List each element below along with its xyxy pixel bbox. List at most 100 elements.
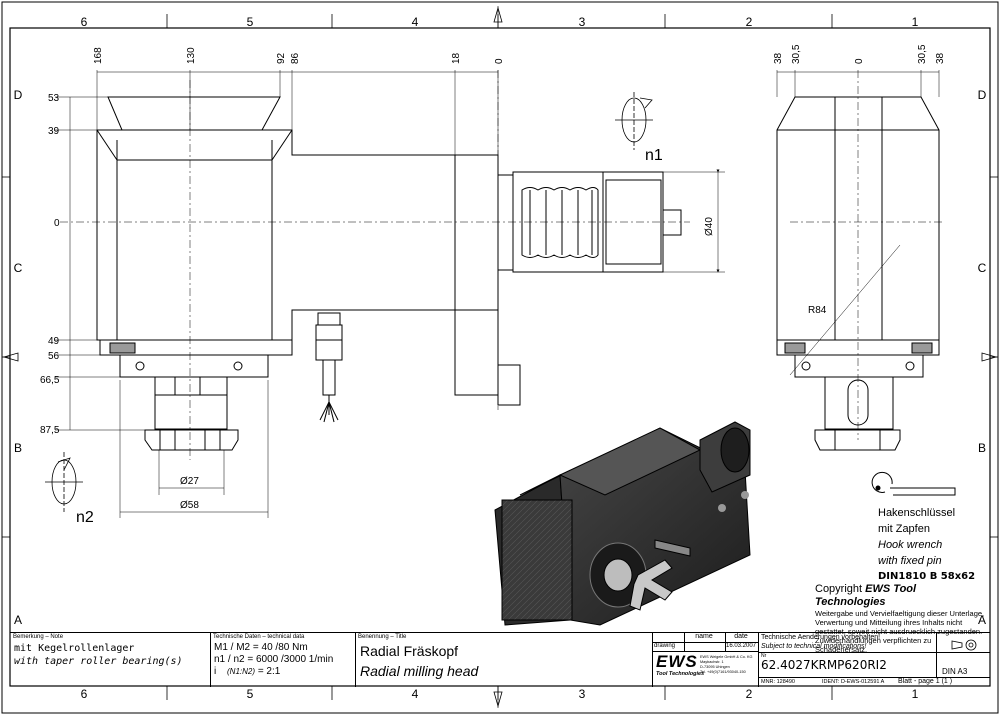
zone-bottom-1: 1 (912, 687, 919, 701)
dim-r-0: 0 (854, 58, 865, 64)
zone-bottom-4: 4 (412, 687, 419, 701)
dim-18: 18 (451, 52, 462, 64)
part-number: 62.4027KRMP620RI2 (761, 658, 887, 672)
rotation-n1-symbol (615, 92, 653, 150)
zone-left-A: A (14, 613, 22, 627)
copyright-line-3: gestattet, soweit nicht ausdruecklich zu… (815, 627, 983, 636)
hook-wrench-icon (871, 471, 956, 496)
dim-dia58: Ø58 (180, 500, 199, 511)
zone-bottom-6: 6 (81, 687, 88, 701)
iso-view (494, 421, 751, 626)
col-name: name (695, 633, 713, 640)
zone-left-C: C (14, 261, 23, 275)
drawing-date: 16.03.2007 (725, 643, 757, 649)
center-lines (60, 70, 945, 460)
title-cell: Benennung – Title Radial Fräskopf Radial… (355, 633, 653, 687)
zone-top-1: 1 (912, 15, 919, 29)
col-date: date (734, 633, 748, 640)
dim-56: 56 (48, 351, 60, 362)
zone-left-B: B (14, 441, 22, 455)
tech-speed: n1 / n2 = 6000 /3000 1/min (214, 654, 334, 665)
row-drawing: drawing (654, 643, 676, 649)
dim-130: 130 (186, 47, 197, 64)
zone-top-2: 2 (746, 15, 753, 29)
ews-logo-sub: Tool Technologies (656, 671, 705, 677)
zone-bottom-3: 3 (579, 687, 586, 701)
zone-top-6: 6 (81, 15, 88, 29)
projection-icon (950, 638, 980, 651)
wrench-note: Hakenschlüssel mit Zapfen Hook wrench wi… (878, 505, 975, 585)
company-line-4: Tel. +49(0)7161/93040-150 (700, 670, 746, 674)
nr-label: Nr (761, 653, 767, 659)
dim-168: 168 (93, 47, 104, 64)
mnr: MNR: 128490 (761, 679, 795, 685)
zone-right-B: B (978, 441, 986, 455)
dim-dia40: Ø40 (704, 217, 715, 236)
zone-right-C: C (978, 261, 987, 275)
copyright-heading: Copyright EWS Tool Technologies (815, 583, 985, 609)
dim-86: 86 (290, 52, 301, 64)
front-view (776, 96, 940, 451)
side-view (96, 96, 682, 451)
dim-49: 49 (48, 336, 60, 347)
dim-92: 92 (276, 52, 287, 64)
dim-665: 66,5 (40, 375, 60, 386)
ews-logo-mark: EWS (656, 652, 698, 671)
wrench-note-de-2: mit Zapfen (878, 523, 930, 535)
dim-r-38a: 38 (773, 52, 784, 64)
title-header: Benennung – Title (358, 634, 407, 640)
tech-ratio: i (N1:N2) = 2:1 (210, 665, 355, 677)
company-address: EWS Weigele GmbH & Co. KG Maybachstr. 1 … (700, 655, 752, 675)
remark-en: with taper roller bearing(s) (14, 656, 183, 667)
dim-875: 87,5 (40, 425, 60, 436)
zone-left-D: D (14, 88, 23, 102)
zone-labels: 6 5 4 3 2 1 6 5 4 3 2 1 D C B A D C B A (14, 15, 987, 701)
copyright-line-4: Zuwiderhandlungen verpflichten zu Schade… (815, 636, 932, 654)
tech-ratio-n: (N1:N2) (227, 667, 256, 676)
dim-r-38b: 38 (935, 52, 946, 64)
dim-dia27: Ø27 (180, 476, 199, 487)
dimension-values: 168 130 92 86 18 0 38 30,5 0 30,5 38 53 … (40, 44, 946, 511)
dimension-lines (55, 70, 940, 518)
wrench-note-en-1: Hook wrench (878, 539, 943, 551)
remark-de: mit Kegelrollenlager (14, 643, 135, 654)
dim-r-305a: 30,5 (791, 44, 802, 64)
rotation-n1-label: n1 (645, 147, 663, 164)
dim-0: 0 (494, 58, 505, 64)
dim-r84: R84 (808, 305, 827, 316)
copyright-brand: EWS Tool Technologies (815, 583, 917, 608)
notice-de: Technische Aenderungen vorbehalten! (761, 634, 881, 641)
rotation-n2-label: n2 (76, 509, 94, 526)
title-en: Radial milling head (360, 663, 479, 679)
title-de: Radial Fräskopf (360, 643, 459, 659)
wrench-note-en-2: with fixed pin (878, 555, 942, 567)
format: DIN A3 (942, 667, 968, 676)
remark-cell: Bemerkung – Note mit Kegelrollenlager wi… (10, 633, 211, 687)
ews-logo: EWS Tool Technologies (656, 652, 705, 679)
tech-data-cell: Technische Daten – technical data M1 / M… (210, 633, 356, 687)
part-number-cell: Technische Aenderungen vorbehalten! Subj… (758, 633, 990, 687)
zone-bottom-5: 5 (247, 687, 254, 701)
ident: IDENT: D-EWS-012591 A (822, 679, 885, 685)
notice-en: Subject to technical modifications! (761, 643, 867, 650)
tech-ratio-i: i (214, 666, 217, 677)
tech-ratio-value: = 2:1 (257, 666, 281, 677)
dim-39: 39 (48, 126, 60, 137)
copyright-prefix: Copyright (815, 583, 866, 595)
signature-cell: name date drawing 16.03.2007 EWS Tool Te… (652, 633, 759, 687)
wrench-note-de-1: Hakenschlüssel (878, 507, 956, 519)
copyright-line-1: Weitergabe und Vervielfaeltigung dieser … (815, 609, 985, 618)
dim-r-305b: 30,5 (917, 44, 928, 64)
sheet: Blatt - page 1 (1 ) (898, 678, 953, 685)
copyright-line-2: Verwertung und Mitteilung ihres Inhalts … (815, 618, 963, 627)
company-line-1: EWS Weigele GmbH & Co. KG (700, 655, 753, 659)
copyright-block: Copyright EWS Tool Technologies Weiterga… (815, 583, 985, 654)
zone-right-D: D (978, 88, 987, 102)
zone-top-4: 4 (412, 15, 419, 29)
company-line-2: Maybachstr. 1 (700, 660, 724, 664)
company-line-3: D-73095 Uhingen (700, 665, 730, 669)
rotation-n2-symbol (45, 452, 83, 512)
title-block: Bemerkung – Note mit Kegelrollenlager wi… (10, 632, 990, 687)
